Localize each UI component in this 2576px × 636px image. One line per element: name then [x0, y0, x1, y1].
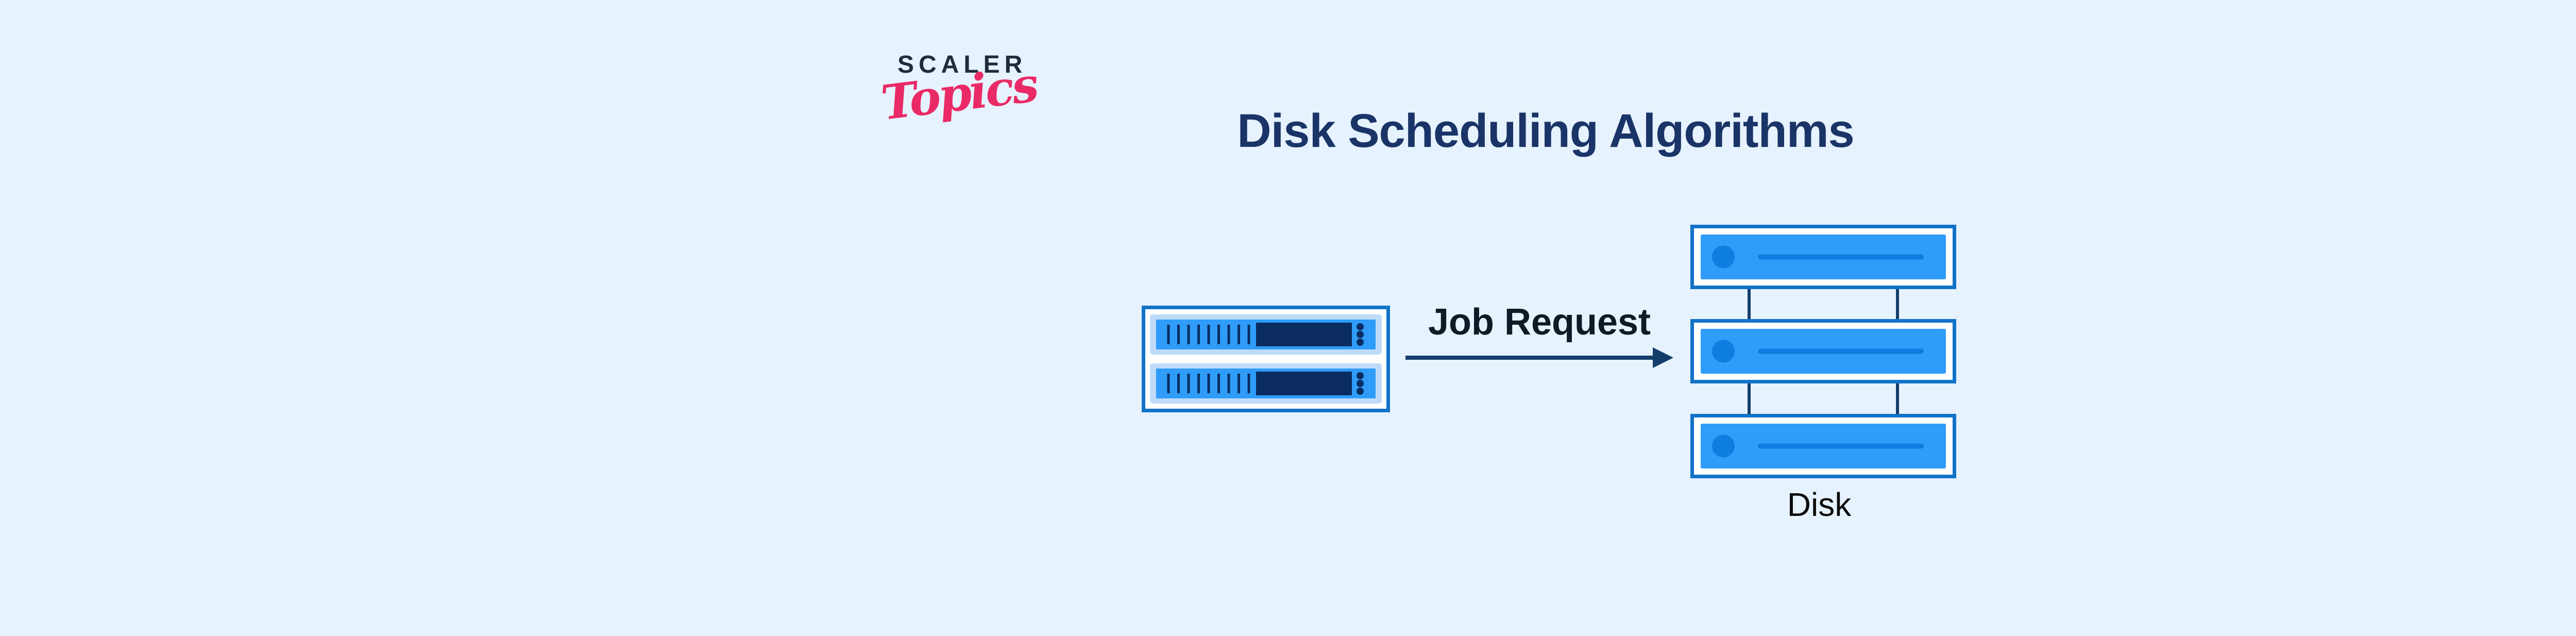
job-request-text: Job Request	[1428, 302, 1651, 343]
disk-unit	[1690, 319, 1956, 383]
disk-unit	[1690, 225, 1956, 289]
page-title-text: Disk Scheduling Algorithms	[1237, 105, 1854, 157]
disk-connector-lines	[1748, 287, 1899, 417]
disk-caption: Disk	[1737, 486, 1902, 524]
server-rack-icon	[1142, 306, 1390, 412]
page-title: Disk Scheduling Algorithms	[1185, 104, 1906, 158]
job-request-label: Job Request	[1411, 301, 1668, 343]
disk-unit	[1690, 414, 1956, 478]
logo-brand-text: SCALER	[897, 51, 1027, 78]
scaler-topics-logo: SCALER Topics	[876, 46, 1041, 155]
server-row	[1150, 314, 1382, 355]
disk-caption-text: Disk	[1787, 486, 1852, 523]
job-request-arrow-icon	[1405, 347, 1673, 368]
server-row	[1150, 363, 1382, 404]
disk-stack-icon	[1690, 225, 1956, 478]
